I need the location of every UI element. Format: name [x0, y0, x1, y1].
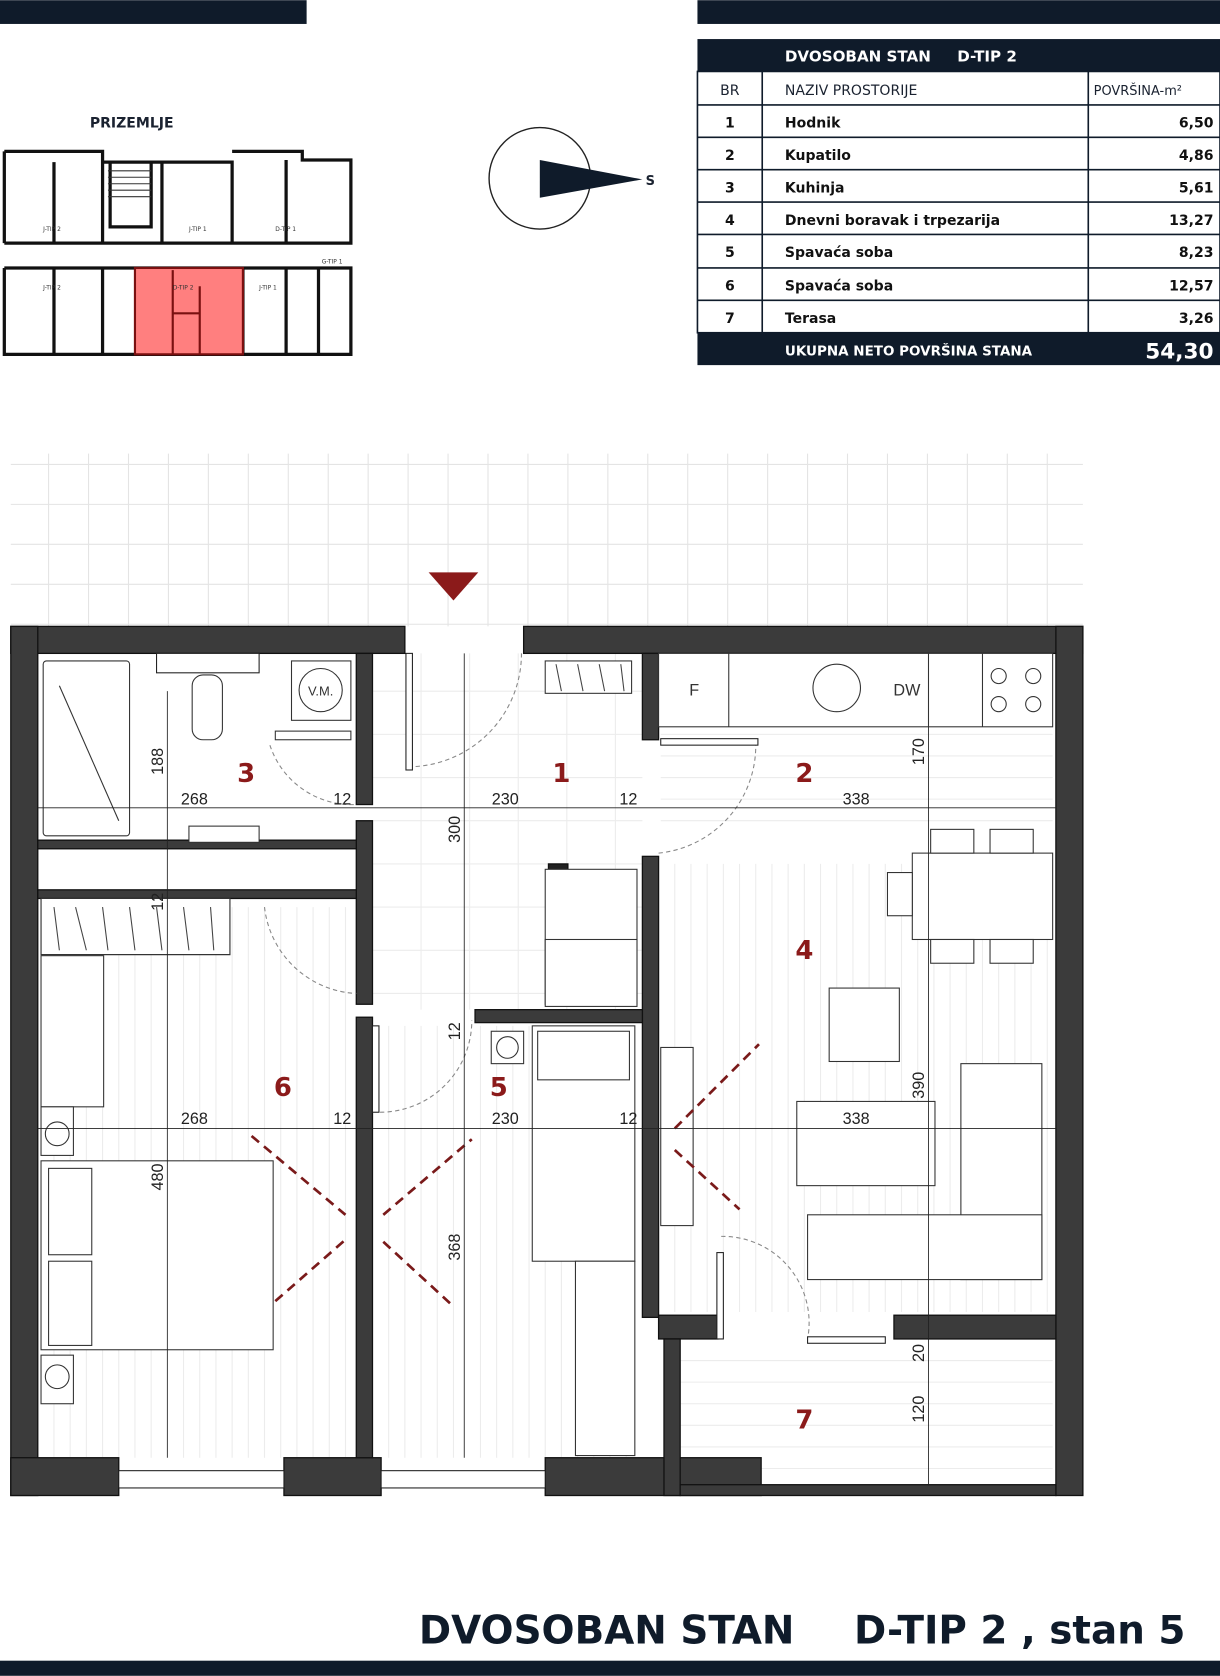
- dimension: 480: [149, 1164, 167, 1191]
- svg-text:1: 1: [725, 116, 735, 132]
- table-row: 1 Hodnik 6,50: [725, 116, 1214, 132]
- table-row: 6 Spavaća soba 12,57: [725, 279, 1214, 295]
- sink: [188, 825, 260, 843]
- svg-text:8,23: 8,23: [1179, 245, 1214, 261]
- dimension: 170: [910, 738, 928, 765]
- svg-text:7: 7: [725, 311, 735, 327]
- svg-text:J-TIP 2: J-TIP 2: [42, 285, 61, 292]
- table-row: 5 Spavaća soba 8,23: [725, 245, 1214, 261]
- dimension: 230: [492, 791, 519, 809]
- dimension: 300: [446, 816, 464, 843]
- svg-text:5: 5: [725, 245, 735, 261]
- dimension: 20: [910, 1344, 928, 1362]
- svg-text:Dnevni boravak i trpezarija: Dnevni boravak i trpezarija: [785, 213, 1000, 229]
- svg-text:G-TIP 1: G-TIP 1: [322, 259, 343, 266]
- dimension: 188: [149, 748, 167, 775]
- svg-text:Hodnik: Hodnik: [785, 116, 841, 132]
- footer-title-right: D-TIP 2 , stan 5: [854, 1608, 1185, 1653]
- total-value: 54,30: [1145, 340, 1213, 365]
- svg-text:Spavaća soba: Spavaća soba: [785, 245, 893, 261]
- dimension: 230: [492, 1110, 519, 1128]
- svg-text:Kupatilo: Kupatilo: [785, 148, 851, 164]
- svg-text:4: 4: [725, 213, 735, 229]
- entrance-arrow-icon: [428, 572, 479, 601]
- dimension: 390: [910, 1072, 928, 1099]
- washing-machine-label: V.M.: [308, 683, 333, 698]
- svg-text:D-TIP 1: D-TIP 1: [275, 226, 296, 233]
- room-number-1: 1: [552, 759, 570, 789]
- compass-label: S: [646, 174, 655, 189]
- dimension: 338: [843, 791, 870, 809]
- dimension: 12: [619, 791, 637, 809]
- svg-text:J-TIP 1: J-TIP 1: [258, 285, 277, 292]
- fridge-label: F: [689, 681, 699, 699]
- table-row: 7 Terasa 3,26: [725, 311, 1214, 327]
- table-row: 3 Kuhinja 5,61: [725, 180, 1214, 196]
- table-row: 4 Dnevni boravak i trpezarija 13,27: [725, 213, 1214, 229]
- dimension: 12: [619, 1110, 637, 1128]
- dimension: 12: [149, 893, 167, 911]
- walls: [10, 625, 1084, 1497]
- room-number-6: 6: [274, 1073, 292, 1103]
- table-title: DVOSOBAN STAN D-TIP 2: [785, 48, 1017, 66]
- dimension: 12: [333, 791, 351, 809]
- room-area-table: DVOSOBAN STAN D-TIP 2 BR NAZIV PROSTORIJ…: [696, 39, 1220, 366]
- north-arrow-compass: S: [488, 126, 655, 230]
- keyplan-highlight-d-tip-2: [133, 266, 244, 356]
- dishwasher-label: DW: [893, 681, 921, 699]
- bottom-bar: [0, 1660, 1220, 1676]
- dimension: 368: [446, 1234, 464, 1261]
- svg-text:Terasa: Terasa: [785, 311, 836, 327]
- dimension: 268: [181, 1110, 208, 1128]
- top-bar-left: [0, 0, 307, 24]
- room-number-4: 4: [795, 936, 813, 966]
- top-bar-right: [697, 0, 1220, 24]
- dimension: 12: [333, 1110, 351, 1128]
- dimension: 12: [446, 1022, 464, 1040]
- dimension: 268: [181, 791, 208, 809]
- svg-text:6: 6: [725, 279, 735, 295]
- room-number-7: 7: [795, 1406, 813, 1436]
- svg-text:J-TIP 2: J-TIP 2: [42, 226, 61, 233]
- svg-text:13,27: 13,27: [1169, 213, 1213, 229]
- dimension: 120: [910, 1396, 928, 1423]
- svg-text:3,26: 3,26: [1179, 311, 1214, 327]
- svg-text:4,86: 4,86: [1179, 148, 1214, 164]
- col-header-area: POVRŠINA-m²: [1094, 83, 1182, 99]
- svg-text:2: 2: [725, 148, 735, 164]
- col-header-name: NAZIV PROSTORIJE: [785, 83, 917, 99]
- keyplan: PRIZEMLJE J-TIP 2 J-TIP 1 D-TIP 1 G-TIP …: [2, 116, 353, 356]
- table-row: 2 Kupatilo 4,86: [725, 148, 1214, 164]
- room-number-3: 3: [237, 759, 255, 789]
- compass-arrow-icon: [539, 159, 643, 198]
- svg-text:Spavaća soba: Spavaća soba: [785, 279, 893, 295]
- toilet: [191, 674, 223, 741]
- svg-text:3: 3: [725, 180, 735, 196]
- svg-text:12,57: 12,57: [1169, 279, 1213, 295]
- room-number-5: 5: [490, 1073, 508, 1103]
- svg-text:J-TIP 1: J-TIP 1: [188, 226, 207, 233]
- col-header-br: BR: [720, 83, 740, 99]
- dimension: 338: [843, 1110, 870, 1128]
- svg-text:Kuhinja: Kuhinja: [785, 180, 845, 196]
- svg-text:D-TIP 2: D-TIP 2: [173, 285, 194, 292]
- svg-text:5,61: 5,61: [1179, 180, 1214, 196]
- svg-text:6,50: 6,50: [1179, 116, 1214, 132]
- keyplan-title: PRIZEMLJE: [90, 116, 174, 132]
- footer-title-left: DVOSOBAN STAN: [419, 1608, 795, 1653]
- total-label: UKUPNA NETO POVRŠINA STANA: [785, 341, 1033, 359]
- floor-plan: V.M. F DW: [10, 453, 1084, 1497]
- room-number-2: 2: [795, 759, 813, 789]
